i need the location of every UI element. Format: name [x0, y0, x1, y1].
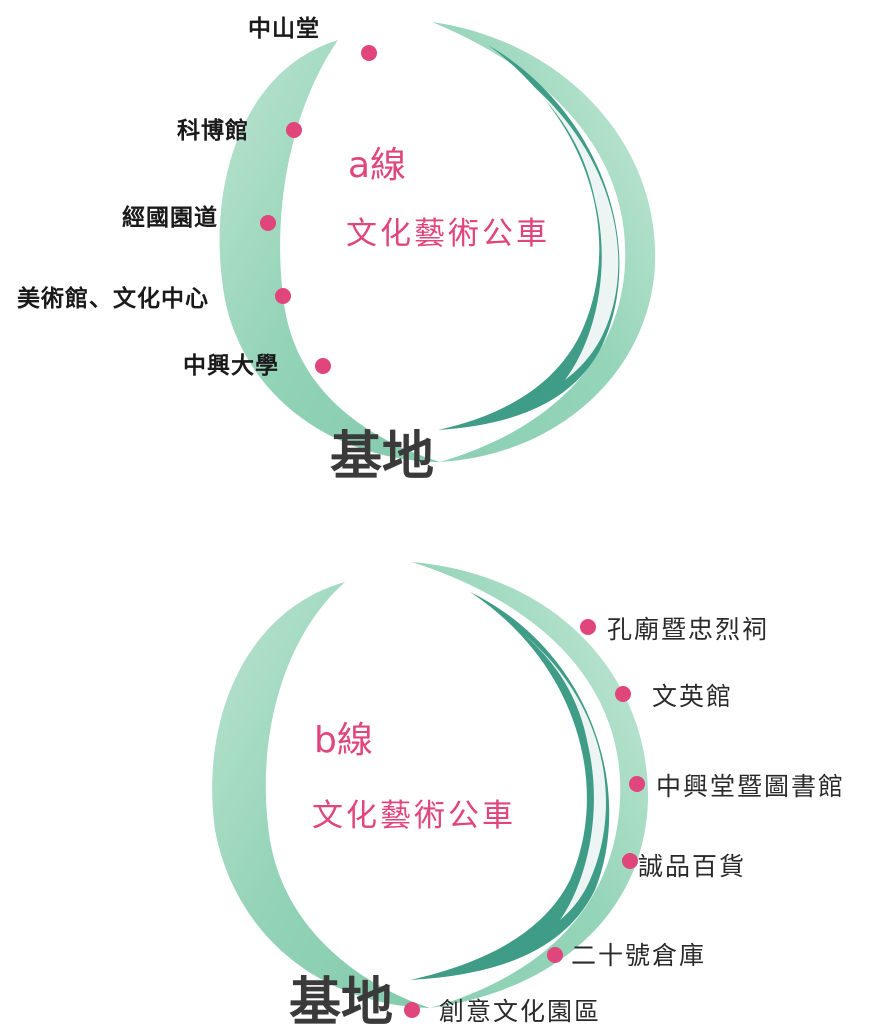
line-a-stop-label: 美術館、文化中心: [17, 285, 209, 312]
line-a-ring: [219, 22, 656, 462]
line-a-accent-arc: [438, 45, 620, 430]
line-a-ring-right: [432, 22, 656, 462]
line-a-ring-left: [219, 40, 440, 462]
line-b-ring-left: [212, 582, 430, 1008]
line-b-name: b線: [314, 720, 373, 761]
line-b-stop-label: 孔廟暨忠烈祠: [607, 615, 769, 644]
line-b-stop-label: 創意文化園區: [439, 997, 601, 1026]
line-a-stop-dot[interactable]: [275, 288, 291, 304]
line-b-ring: [212, 562, 649, 1008]
line-a-stop-label: 經國園道: [122, 204, 218, 231]
line-b-stop-label: 二十號倉庫: [571, 941, 706, 970]
line-a-name: a線: [348, 145, 406, 186]
line-a-stop-dot[interactable]: [315, 358, 331, 374]
line-b-base: 基地: [289, 973, 393, 1027]
line-b-stop-label: 誠品百貨: [638, 852, 746, 881]
line-a-stop-dot[interactable]: [361, 45, 377, 61]
line-a-stop-label: 中山堂: [248, 16, 320, 42]
line-b-stop-dot[interactable]: [615, 686, 631, 702]
line-b-stop-dot[interactable]: [580, 619, 596, 635]
line-a-stop-dot[interactable]: [286, 122, 302, 138]
line-b-ring-right: [412, 562, 649, 1008]
line-a-stop-dot[interactable]: [260, 215, 276, 231]
line-b-stop-dot[interactable]: [622, 853, 638, 869]
line-a-stop-label: 科博館: [177, 117, 249, 144]
line-b-stop-dot[interactable]: [404, 1002, 420, 1018]
line-b-accent-arc: [410, 592, 610, 980]
line-b-stop-label: 文英館: [652, 682, 733, 711]
line-b-stop-dot[interactable]: [547, 947, 563, 963]
line-b-subtitle: 文化藝術公車: [312, 798, 516, 834]
line-a-subtitle: 文化藝術公車: [346, 216, 550, 252]
line-a-stop-label: 中興大學: [183, 352, 279, 379]
line-a-base: 基地: [330, 427, 434, 487]
line-b-stop-label: 中興堂暨圖書館: [656, 772, 845, 801]
line-b-stop-dot[interactable]: [629, 776, 645, 792]
